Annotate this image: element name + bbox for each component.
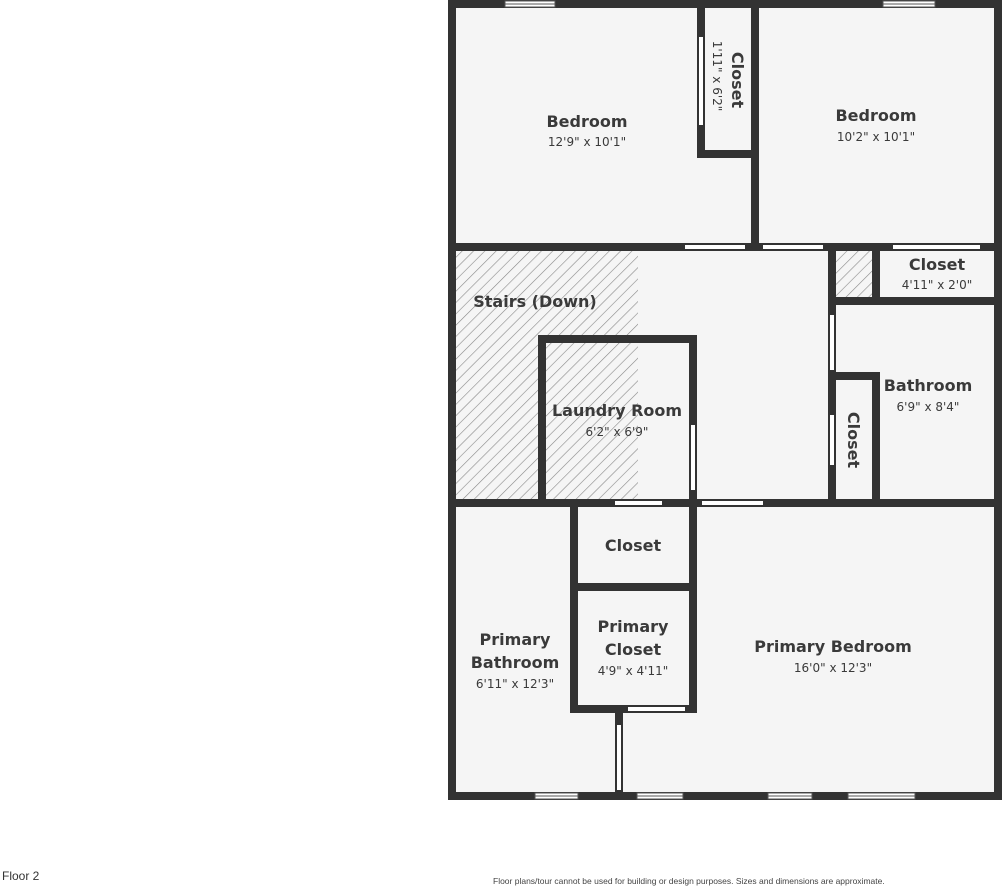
room-name: Bedroom bbox=[546, 112, 627, 131]
room-laundry: Laundry Room 6'2" x 6'9" bbox=[552, 401, 682, 439]
room-name: Closet bbox=[728, 52, 747, 109]
room-dims: 12'9" x 10'1" bbox=[548, 135, 626, 149]
room-primary-bathroom: Primary Bathroom 6'11" x 12'3" bbox=[471, 630, 560, 691]
room-primary-closet: Primary Closet 4'9" x 4'11" bbox=[598, 617, 669, 678]
chase-hatch bbox=[836, 251, 872, 297]
room-dims: 1'11" x 6'2" bbox=[710, 41, 724, 112]
room-dims: 10'2" x 10'1" bbox=[837, 130, 915, 144]
room-name: Closet bbox=[605, 536, 662, 555]
room-name: Closet bbox=[844, 412, 863, 469]
room-bedroom-right: Bedroom 10'2" x 10'1" bbox=[835, 106, 916, 144]
room-name: Closet bbox=[605, 640, 662, 659]
room-bathroom: Bathroom 6'9" x 8'4" bbox=[884, 376, 973, 414]
room-name: Primary bbox=[598, 617, 669, 636]
floor-label: Floor 2 bbox=[2, 869, 40, 883]
room-name: Closet bbox=[909, 255, 966, 274]
room-name: Bathroom bbox=[471, 653, 560, 672]
room-name: Stairs (Down) bbox=[473, 292, 597, 311]
room-closet-mid: Closet bbox=[605, 536, 662, 555]
room-primary-bedroom: Primary Bedroom 16'0" x 12'3" bbox=[754, 637, 912, 675]
room-name: Primary bbox=[480, 630, 551, 649]
room-name: Bedroom bbox=[835, 106, 916, 125]
room-closet-bath: Closet bbox=[844, 412, 863, 469]
room-closet-hall: Closet 4'11" x 2'0" bbox=[902, 255, 973, 292]
stairs-hatch bbox=[456, 251, 638, 499]
room-bedroom-left: Bedroom 12'9" x 10'1" bbox=[546, 112, 627, 149]
room-closet-top: Closet 1'11" x 6'2" bbox=[710, 41, 747, 112]
room-stairs: Stairs (Down) bbox=[473, 292, 597, 311]
room-name: Laundry Room bbox=[552, 401, 682, 420]
room-dims: 16'0" x 12'3" bbox=[794, 661, 872, 675]
room-dims: 6'2" x 6'9" bbox=[586, 425, 649, 439]
disclaimer: Floor plans/tour cannot be used for buil… bbox=[493, 876, 885, 886]
openings bbox=[615, 37, 980, 790]
room-dims: 6'9" x 8'4" bbox=[897, 400, 960, 414]
room-dims: 4'9" x 4'11" bbox=[598, 664, 669, 678]
room-dims: 6'11" x 12'3" bbox=[476, 677, 554, 691]
room-name: Bathroom bbox=[884, 376, 973, 395]
room-name: Primary Bedroom bbox=[754, 637, 912, 656]
windows bbox=[504, 0, 936, 800]
room-dims: 4'11" x 2'0" bbox=[902, 278, 973, 292]
